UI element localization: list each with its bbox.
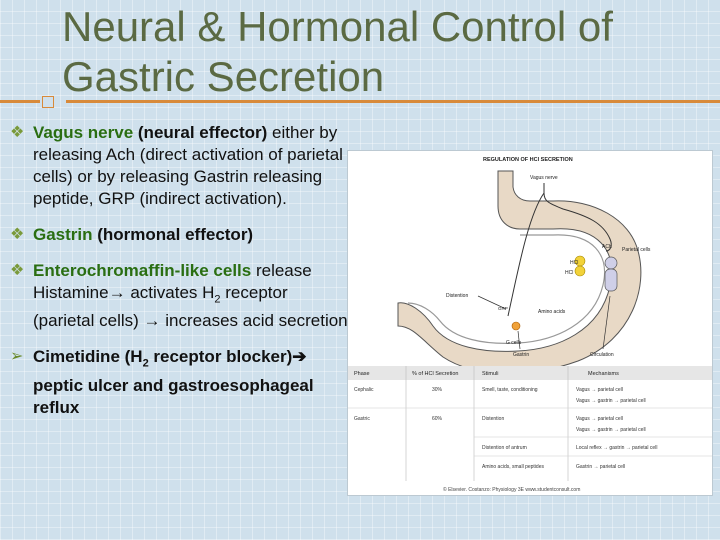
gastrin-arrow: [517, 330, 521, 350]
bullet-lead: Gastrin: [33, 225, 93, 244]
g-cells-label: G cells: [506, 340, 522, 346]
title-rule-left: [0, 100, 40, 103]
arrow-icon: →: [108, 283, 126, 302]
diamond-bullet-icon: ❖: [10, 226, 25, 243]
bullet-text: peptic ulcer and gastroesophageal reflux: [33, 375, 314, 417]
bullet-ecl: ❖ Enterochromaffin-like cells release Hi…: [8, 260, 348, 332]
bullet-text: release Histamine: [33, 261, 312, 302]
stomach-lining: [407, 234, 605, 344]
cell-phase: Gastric: [354, 416, 370, 422]
bullet-cimetidine: ➢ Cimetidine (H2 receptor blocker)➔ pept…: [8, 346, 348, 418]
table-row: Amino acids, small peptides Gastrin → pa…: [482, 464, 625, 470]
bullet-list: ❖ Vagus nerve (neural effector) either b…: [8, 122, 348, 433]
table-row: Distention of antrum Local reflex → gast…: [482, 445, 657, 451]
parietal-cell: [604, 256, 618, 270]
parietal-label: Parietal cells: [622, 247, 651, 253]
cell-mechanism: Vagus → gastrin → parietal cell: [576, 427, 646, 433]
table-frame: [348, 366, 712, 481]
distention-arrow: [477, 295, 507, 310]
table-row: Cephalic 30% Smell, taste, conditioning …: [354, 387, 646, 404]
header-stimuli: Stimuli: [482, 371, 499, 377]
vagus-branch: [507, 192, 545, 317]
bullet-lead: Cimetidine (H: [33, 347, 143, 367]
bullet-text: increases acid secretion: [160, 311, 348, 331]
arrow-bullet-icon: ➢: [10, 348, 24, 366]
bullet-lead: Vagus nerve: [33, 123, 134, 142]
hcl-regulation-figure: REGULATION OF HCl SECRETION Vagus nerve …: [347, 150, 713, 496]
bullet-lead: receptor blocker): [148, 347, 293, 367]
title-rule-right: [66, 100, 720, 103]
parietal-cell-body: [604, 268, 618, 292]
distention-label: Distention: [446, 293, 468, 299]
cell-stimuli: Distention: [482, 416, 504, 422]
cell-mechanism: Local reflex → gastrin → parietal cell: [576, 445, 657, 451]
subscript: 2: [142, 357, 149, 370]
title-rule-marker: [42, 96, 54, 108]
cell-pct: 60%: [432, 416, 443, 422]
cell-mechanism: Vagus → parietal cell: [576, 416, 623, 422]
figure-title: REGULATION OF HCl SECRETION: [483, 157, 573, 163]
bullet-gastrin: ❖ Gastrin (hormonal effector): [8, 224, 348, 246]
bullet-text: either by releasing Ach (direct activati…: [33, 123, 343, 208]
ach-label: ACh: [602, 244, 612, 250]
arrow-icon: ➔: [292, 347, 307, 367]
gastrin-label: Gastrin: [513, 352, 529, 358]
circulation-label: Circulation: [590, 352, 614, 358]
table-row: Gastric 60% Distention Vagus → parietal …: [354, 416, 646, 433]
cell-mechanism: Vagus → gastrin → parietal cell: [576, 398, 646, 404]
figure-credit: © Elsevier. Costanzo: Physiology 3E www.…: [443, 486, 580, 493]
circulation-arrow: [602, 295, 611, 350]
header-mechanisms: Mechanisms: [588, 371, 619, 377]
bullet-vagus: ❖ Vagus nerve (neural effector) either b…: [8, 122, 348, 210]
header-pct: % of HCl Secretion: [412, 371, 458, 377]
bullet-lead: Enterochromaffin-like cells: [33, 261, 252, 280]
cell-mechanism: Vagus → parietal cell: [576, 387, 623, 393]
arrow-icon: →: [143, 311, 161, 331]
subscript: 2: [214, 293, 221, 306]
cell-phase: Cephalic: [354, 387, 374, 393]
slide-title: Neural & Hormonal Control of Gastric Sec…: [62, 3, 613, 100]
table-header: Phase % of HCl Secretion Stimuli Mechani…: [348, 366, 712, 380]
bullet-text: receptor (parietal cells): [33, 283, 288, 331]
bullet-lead-suffix: (neural effector): [133, 123, 268, 142]
hcl-label: HCl: [565, 270, 573, 276]
vagus-label: Vagus nerve: [530, 175, 558, 181]
cell-pct: 30%: [432, 387, 443, 393]
cell-stimuli: Distention of antrum: [482, 445, 527, 451]
bullet-lead-suffix: (hormonal effector): [92, 225, 254, 244]
g-cell: [511, 321, 521, 331]
vagus-nerve: [543, 183, 612, 252]
amino-label: Amino acids: [538, 309, 566, 315]
hcl-circle: [574, 265, 586, 277]
hcl-label: HCl: [570, 260, 578, 266]
cell-stimuli: Smell, taste, conditioning: [482, 387, 538, 393]
diamond-bullet-icon: ❖: [10, 262, 25, 279]
cell-stimuli: Amino acids, small peptides: [482, 464, 544, 470]
bullet-text: activates H: [125, 283, 215, 302]
cell-mechanism: Gastrin → parietal cell: [576, 464, 625, 470]
diamond-bullet-icon: ❖: [10, 124, 25, 141]
grp-label: GRP: [498, 306, 508, 311]
header-phase: Phase: [354, 371, 370, 377]
